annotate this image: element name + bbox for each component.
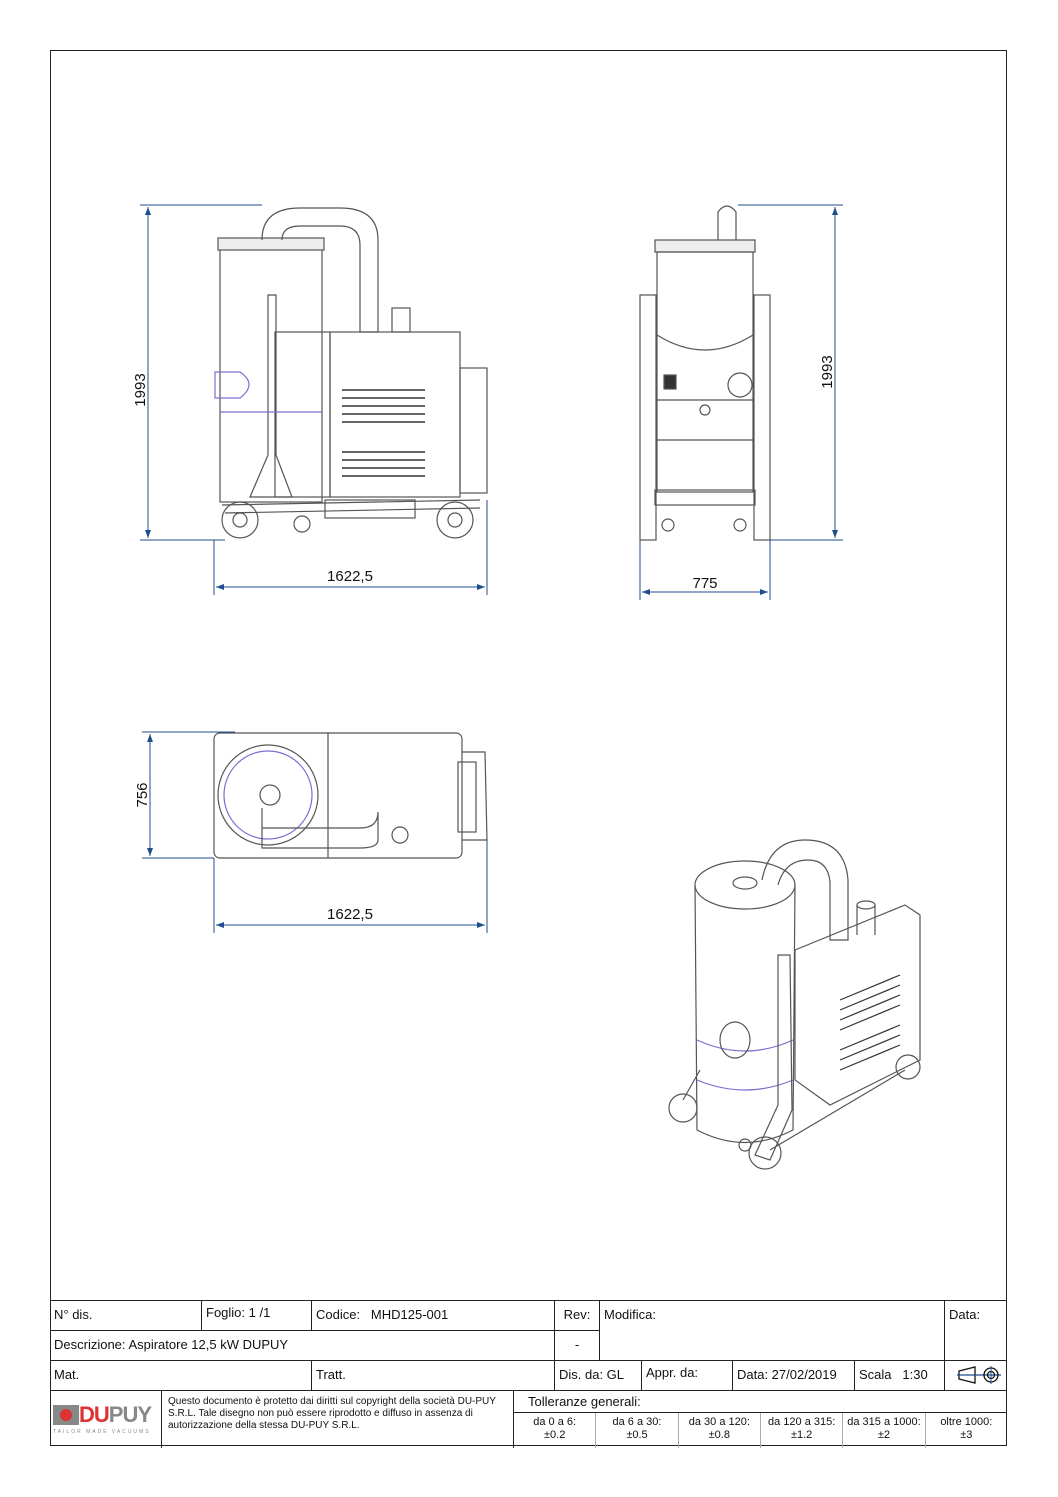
- projection-cell: [945, 1361, 1007, 1391]
- modification-label: Modifica:: [600, 1301, 945, 1361]
- logo-mark-icon: [53, 1405, 79, 1425]
- code-value: MHD125-001: [370, 1307, 449, 1322]
- tolerance-cell: da 315 a 1000:±2: [843, 1413, 926, 1448]
- first-angle-projection-icon: [957, 1366, 1001, 1384]
- rev-label: Rev:: [555, 1301, 600, 1331]
- logo-tagline: TAILOR MADE VACUUMS: [53, 1429, 151, 1435]
- sheet-border: [50, 50, 1007, 1446]
- scale-cell: Scala 1:30: [855, 1361, 945, 1391]
- description-value: Aspiratore 12,5 kW DUPUY: [128, 1337, 289, 1352]
- top-length-dimension: 1622,5: [327, 906, 373, 923]
- front-view-dimensions: [639, 204, 843, 600]
- front-view: [639, 205, 771, 541]
- title-block: N° dis. Foglio: 1 /1 Codice: MHD125-001 …: [50, 1300, 1007, 1448]
- tolerance-range: da 0 a 6:: [533, 1416, 577, 1428]
- tolerance-range: da 120 a 315:: [768, 1416, 836, 1428]
- sheet-value: 1 /1: [248, 1305, 271, 1320]
- material-label: Mat.: [50, 1361, 312, 1391]
- side-view: [214, 207, 488, 539]
- tolerance-range: oltre 1000:: [940, 1416, 993, 1428]
- tolerance-range: da 30 a 120:: [688, 1416, 750, 1428]
- scale-value: 1:30: [902, 1367, 928, 1382]
- code-label: Codice:: [316, 1307, 361, 1322]
- tolerance-value: ±0.5: [626, 1429, 648, 1441]
- tolerance-cell: da 30 a 120:±0.8: [679, 1413, 761, 1448]
- tolerance-cell: da 0 a 6:±0.2: [514, 1413, 597, 1448]
- tolerance-value: ±2: [877, 1429, 891, 1441]
- top-view: [213, 732, 488, 859]
- front-height-dimension: 1993: [819, 355, 836, 388]
- tolerance-value: ±1.2: [790, 1429, 813, 1441]
- sheet-cell: Foglio: 1 /1: [202, 1301, 312, 1331]
- drawn-by: Dis. da: GL: [555, 1361, 642, 1391]
- date-label: Data:: [945, 1301, 1007, 1361]
- tolerance-value: ±0.8: [708, 1429, 730, 1441]
- side-height-dimension: 1993: [132, 373, 149, 406]
- top-view-dimensions: [142, 731, 488, 933]
- side-length-dimension: 1622,5: [327, 568, 373, 585]
- tolerance-cell: oltre 1000:±3: [926, 1413, 1007, 1448]
- scale-label: Scala: [859, 1367, 892, 1382]
- tolerance-cell: da 120 a 315:±1.2: [761, 1413, 844, 1448]
- tolerances-title: Tolleranze generali:: [514, 1391, 1007, 1413]
- drawing-number-label: N° dis.: [50, 1301, 202, 1331]
- description-cell: Descrizione: Aspiratore 12,5 kW DUPUY: [50, 1331, 555, 1361]
- treatment-label: Tratt.: [312, 1361, 555, 1391]
- approved-by: Appr. da:: [642, 1361, 733, 1391]
- code-cell: Codice: MHD125-001: [312, 1301, 555, 1331]
- side-view-dimensions: [140, 204, 488, 595]
- tolerances-table: da 0 a 6:±0.2 da 6 a 30:±0.5 da 30 a 120…: [514, 1413, 1007, 1448]
- isometric-view: [668, 839, 921, 1170]
- top-depth-dimension: 756: [134, 782, 151, 807]
- copyright-notice: Questo documento è protetto dai diritti …: [162, 1391, 514, 1448]
- drawing-date: Data: 27/02/2019: [733, 1361, 855, 1391]
- company-logo: DUPUY TAILOR MADE VACUUMS: [50, 1391, 162, 1448]
- tolerance-cell: da 6 a 30:±0.5: [596, 1413, 679, 1448]
- tolerance-range: da 315 a 1000:: [847, 1416, 921, 1428]
- front-width-dimension: 775: [692, 575, 717, 592]
- description-label: Descrizione:: [54, 1337, 126, 1352]
- tolerance-range: da 6 a 30:: [612, 1416, 662, 1428]
- technical-drawing: 1993 1622,5 1993 775: [132, 204, 921, 1170]
- tolerance-value: ±3: [960, 1429, 973, 1441]
- tolerance-value: ±0.2: [543, 1429, 566, 1441]
- rev-value: -: [555, 1331, 600, 1361]
- sheet-label: Foglio:: [206, 1305, 246, 1320]
